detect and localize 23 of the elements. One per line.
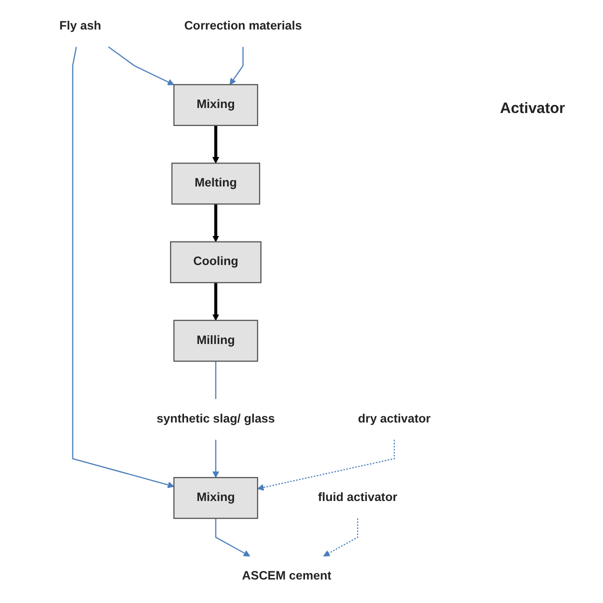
- arrow: [212, 125, 220, 164]
- node-text: fluid activator: [318, 491, 398, 504]
- arrow: [212, 204, 220, 242]
- node-text: dry activator: [358, 412, 431, 426]
- node-box: Milling: [173, 320, 258, 362]
- node-text: ASCEM cement: [242, 570, 332, 583]
- arrow: [230, 46, 244, 85]
- arrow: [72, 46, 174, 488]
- node-box: Mixing: [173, 84, 258, 126]
- node-text: synthetic slag/ glass: [156, 412, 275, 426]
- node-box: Cooling: [170, 241, 262, 284]
- connector: [215, 361, 216, 399]
- arrow: [212, 440, 220, 478]
- node-text: Correction materials: [184, 20, 302, 32]
- arrow: [257, 440, 395, 491]
- node-box: Melting: [171, 162, 260, 205]
- node-text: Fly ash: [59, 20, 102, 32]
- node-box: Mixing: [173, 477, 258, 519]
- input-label: Activator: [500, 100, 566, 117]
- arrow: [212, 282, 220, 321]
- arrow: [323, 518, 358, 556]
- arrow: [108, 46, 174, 86]
- arrow: [215, 518, 250, 556]
